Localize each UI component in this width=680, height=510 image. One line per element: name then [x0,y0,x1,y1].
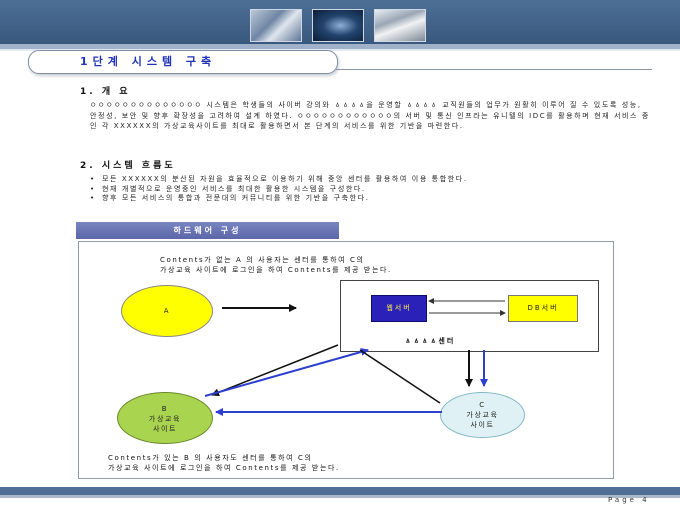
db-server-label: DB서버 [527,304,559,312]
node-b-line-3: 사이트 [152,425,178,433]
footer-bar-light [0,495,680,498]
hardware-header-label: 하드웨어 구성 [173,226,242,235]
node-c-line-2: 가상교육 [466,411,499,419]
diagram-top-line-1: Contents가 없는 A 의 사용자는 센터를 통하여 C의 [160,256,365,264]
section-2-heading: 2. 시스템 흐름도 [80,161,176,171]
web-server-box: 웹서버 [371,295,427,322]
diagram-bottom-line-1: Contents가 있는 B 의 사용자도 센터를 통하여 C의 [108,454,313,462]
section-1-heading: 1. 개 요 [80,87,131,97]
node-c: C 가상교육 사이트 [440,392,525,438]
header-underline-light [0,49,680,51]
bullet-dot-icon: • [90,175,96,183]
section-2-bullets: • 모든 XXXXXX의 분산된 자원을 효율적으로 이용하기 위해 중앙 센터를… [90,175,650,204]
hardware-header-bar [76,222,339,239]
bullet-text: 현재 개별적으로 운영중인 서비스를 최대한 활용한 시스템을 구성한다. [102,184,366,193]
page-title: 1단계 시스템 구축 [80,55,217,68]
bullet-item: • 모든 XXXXXX의 분산된 자원을 효율적으로 이용하기 위해 중앙 센터를… [90,175,650,185]
bullet-dot-icon: • [90,194,96,202]
diagram-top-text: Contents가 없는 A 의 사용자는 센터를 통하여 C의 가상교육 사이… [160,255,392,275]
db-server-box: DB서버 [508,295,578,322]
node-c-label: C 가상교육 사이트 [441,400,524,430]
node-b: B 가상교육 사이트 [117,392,213,444]
arrow-b-to-center [204,348,369,397]
header-underline [0,44,680,49]
web-server-label: 웹서버 [386,304,412,312]
node-c-line-1: C [479,401,486,409]
bullet-text: 향후 모든 서비스의 통합과 전문대의 커뮤니티를 위한 기반을 구축한다. [102,194,370,202]
header-photo-2 [312,9,364,42]
bullet-item: • 현재 개별적으로 운영중인 서비스를 최대한 활용한 시스템을 구성한다. [90,185,650,195]
diagram-bottom-line-2: 가상교육 사이트에 로그인을 하여 Contents를 제공 받는다. [108,464,340,472]
title-rule [336,69,652,70]
arrow-c-from-center-diagonal [359,349,441,404]
footer-bar [0,487,680,495]
center-label: ㅿㅿㅿㅿ센터 [404,337,456,345]
section-1-text: ㅇㅇㅇㅇㅇㅇㅇㅇㅇㅇㅇㅇㅇㅇ 시스템은 학생들의 사이버 강의와 ㅿㅿㅿㅿ을 운… [90,101,650,130]
bullet-text: 모든 XXXXXX의 분산된 자원을 효율적으로 이용하기 위해 중앙 센터를 … [102,175,468,183]
diagram-bottom-text: Contents가 있는 B 의 사용자도 센터를 통하여 C의 가상교육 사이… [108,453,340,473]
node-b-line-2: 가상교육 [148,415,182,423]
bullet-dot-icon: • [90,184,96,193]
bullet-item: • 향후 모든 서비스의 통합과 전문대의 커뮤니티를 위한 기반을 구축한다. [90,194,650,204]
node-c-line-3: 사이트 [470,421,495,429]
node-b-line-1: B [161,405,169,413]
node-b-label: B 가상교육 사이트 [118,404,212,434]
header-photo-3 [374,9,426,42]
header-photo-1 [250,9,302,42]
page-number: Page 4 [608,496,650,504]
title-pill [28,50,338,74]
node-a-label: A [163,307,171,315]
arrow-center-to-b [211,344,339,397]
node-a: A [121,285,213,337]
diagram-top-line-2: 가상교육 사이트에 로그인을 하여 Contents를 제공 받는다. [160,266,392,274]
